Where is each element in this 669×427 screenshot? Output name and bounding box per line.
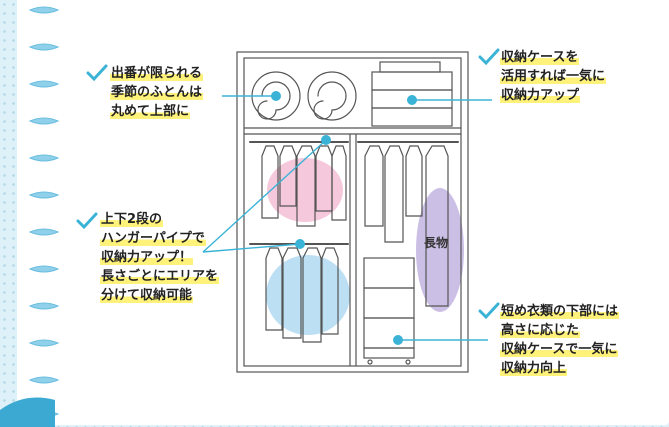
notebook-rings xyxy=(0,6,60,427)
callout-line: 収納力アップ xyxy=(500,88,581,103)
callout-line: 収納ケースを xyxy=(500,50,580,65)
callout-line: 長さごとにエリアを xyxy=(100,269,220,284)
callout-line: 出番が限られる xyxy=(110,66,204,81)
long-coat xyxy=(425,145,449,307)
purple-clothes-highlight xyxy=(416,188,464,312)
callout-storage-case: 収納ケースを 活用すれば一気に 収納力アップ xyxy=(500,48,607,105)
callout-line: 収納力向上 xyxy=(500,361,568,376)
top-storage-case xyxy=(371,71,453,91)
callout-line: 丸めて上部に xyxy=(110,104,191,119)
checkmark-icon xyxy=(76,212,98,230)
blue-clothes-highlight xyxy=(266,255,350,335)
checkmark-icon xyxy=(478,302,500,320)
callout-line: ハンガーパイプで xyxy=(100,231,206,246)
pipe-connector-lower xyxy=(202,243,301,253)
closet-frame xyxy=(236,51,469,373)
bottom-storage-case xyxy=(363,257,415,289)
callout-line: 収納力アップ！ xyxy=(100,250,194,265)
callout-line: 季節のふとんは xyxy=(110,85,204,100)
pipe-connector-upper xyxy=(202,139,327,253)
long-items-label: 長物 xyxy=(424,236,449,250)
callout-line: 活用すれば一気に xyxy=(500,69,607,84)
checkmark-icon xyxy=(478,48,500,66)
callout-futon: 出番が限られる 季節のふとんは 丸めて上部に xyxy=(110,64,204,121)
checkmark-icon xyxy=(86,64,108,82)
callout-line: 高さに応じた xyxy=(500,323,581,338)
callout-line: 分けて収納可能 xyxy=(100,288,194,303)
callout-line: 収納ケースで一気に xyxy=(500,342,619,357)
callout-pipe: 上下2段の ハンガーパイプで 収納力アップ！ 長さごとにエリアを 分けて収納可能 xyxy=(100,210,220,305)
callout-line: 上下2段の xyxy=(100,212,164,227)
callout-lower: 短め衣類の下部には 高さに応じた 収納ケースで一気に 収納力向上 xyxy=(500,302,620,378)
callout-line: 短め衣類の下部には xyxy=(500,304,620,319)
